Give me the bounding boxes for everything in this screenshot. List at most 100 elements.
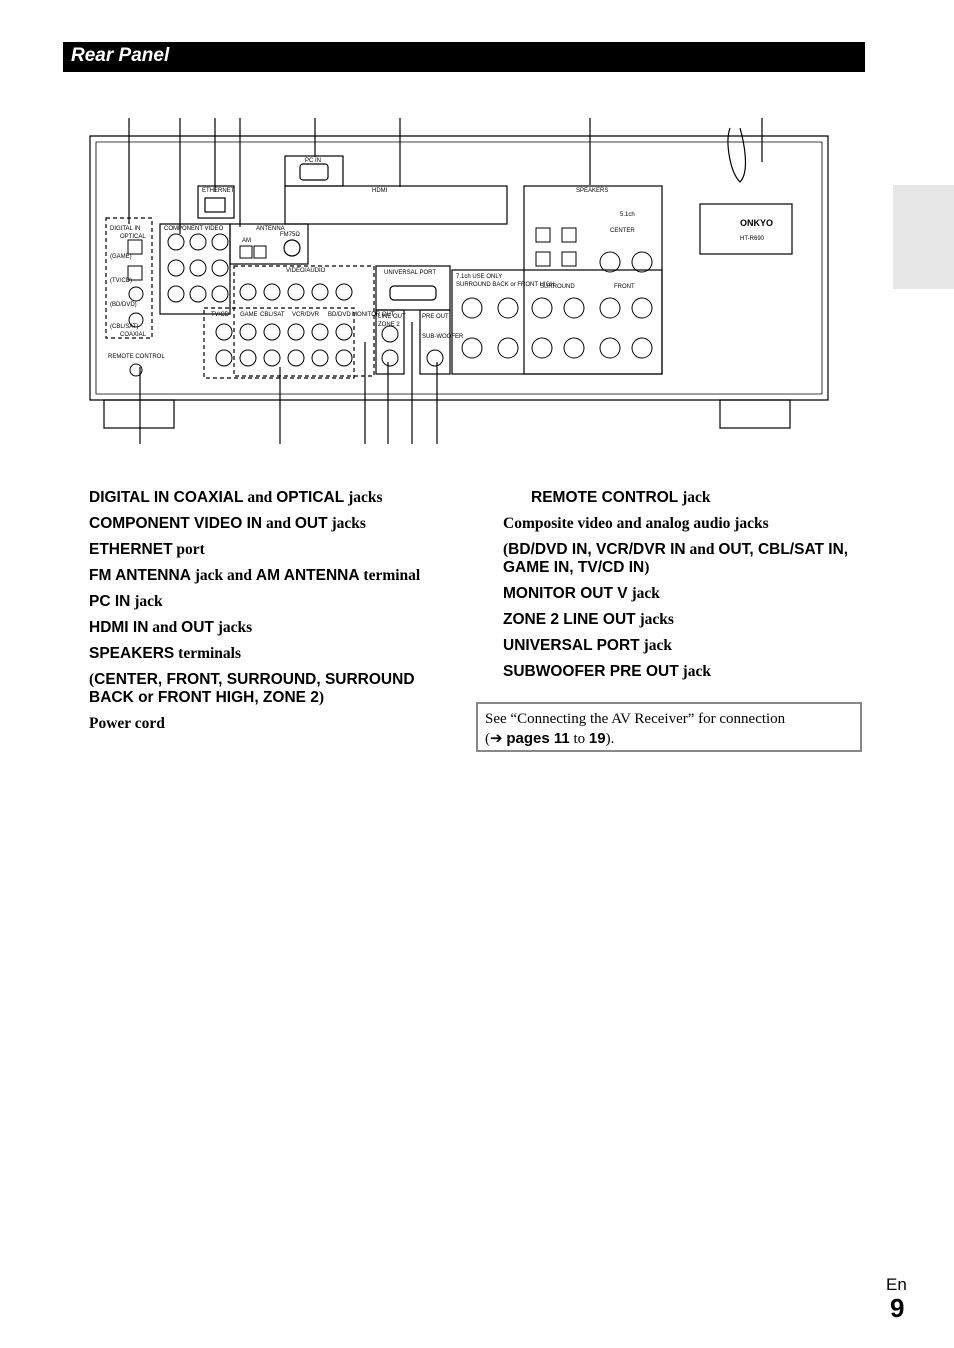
label-video-audio: VIDEO/AUDIO (286, 268, 326, 274)
label-fm: FM75Ω (280, 232, 300, 238)
list-item-text: FM ANTENNA (89, 567, 191, 584)
side-tab (893, 185, 954, 289)
label-component-video: COMPONENT VIDEO (164, 226, 224, 232)
label-bddvd: (BD/DVD) (110, 302, 137, 308)
list-item: PC IN jack (89, 593, 454, 611)
list-item-text: and (685, 541, 719, 558)
list-item-text: jack (678, 663, 711, 680)
list-item-text: AM ANTENNA (255, 567, 360, 584)
list-item-text: HDMI IN (89, 619, 149, 636)
label-digital-in: DIGITAL IN (110, 226, 140, 232)
label-va-vcrdvr: VCR/DVR (292, 312, 320, 318)
list-item: ZONE 2 LINE OUT jacks (503, 611, 863, 629)
list-item-text: CENTER, FRONT, SURROUND, SURROUND BACK o… (89, 671, 415, 706)
list-item-text: BD/DVD IN, VCR/DVR IN (508, 541, 686, 558)
label-pc-in: PC IN (305, 158, 321, 164)
note-end-page: 19 (588, 730, 606, 747)
list-item: MONITOR OUT V jack (503, 585, 863, 603)
list-item-text: jack (627, 585, 660, 602)
list-item-text: port (172, 541, 205, 558)
list-item-text: jacks (213, 619, 253, 636)
list-item-text: jack and (190, 567, 256, 584)
list-item-text: REMOTE CONTROL (531, 489, 679, 506)
label-tvcd: (TV/CD) (110, 278, 132, 284)
label-zone2: ZONE 2 (378, 322, 400, 328)
list-item-text: terminals (174, 645, 242, 662)
list-item: ETHERNET port (89, 541, 454, 559)
list-item: FM ANTENNA jack and AM ANTENNA terminal (89, 567, 454, 585)
list-item: (BD/DVD IN, VCR/DVR IN and OUT, CBL/SAT … (503, 541, 863, 577)
right-list: REMOTE CONTROL jack Composite video and a… (503, 489, 863, 689)
label-seven-one: 7.1ch USE ONLY (456, 274, 502, 280)
model-name: HT-R690 (740, 236, 765, 242)
list-item-text: jacks (344, 489, 383, 506)
rear-panel-diagram: DIGITAL IN OPTICAL (GAME) (TV/CD) (BD/DV… (89, 118, 829, 444)
list-item-text: OUT, CBL/SAT IN, GAME IN, TV/CD IN (503, 541, 849, 576)
list-item-text: and (148, 619, 182, 636)
list-item-text: jack (130, 593, 163, 610)
page-language: En (886, 1275, 907, 1294)
label-surround: SURROUND (540, 284, 575, 290)
note-box: See “Connecting the AV Receiver” for con… (476, 702, 862, 752)
label-antenna: ANTENNA (256, 226, 285, 232)
label-subwoofer: SUB-WOOFER (422, 334, 464, 340)
list-item: DIGITAL IN COAXIAL and OPTICAL jacks (89, 489, 454, 507)
page-number: 9 (890, 1293, 905, 1323)
note-pages: pages 11 (506, 730, 570, 747)
label-speakers: SPEAKERS (576, 188, 608, 194)
list-item-text: MONITOR OUT V (503, 585, 628, 602)
label-five-one: 5.1ch (620, 212, 635, 218)
list-item-text: ETHERNET (89, 541, 173, 558)
list-item-text: jacks (327, 515, 366, 532)
label-cblsat: (CBL/SAT) (110, 324, 139, 330)
list-item: HDMI IN and OUT jacks (89, 619, 454, 637)
list-item: Power cord (89, 715, 454, 733)
note-line1: See “Connecting the AV Receiver” for con… (485, 711, 786, 727)
label-monitor-out: MONITOR OUT (352, 312, 395, 318)
label-va-tvcd: TV/CD (211, 312, 230, 318)
note-to: to (569, 731, 589, 747)
label-game: (GAME) (110, 254, 132, 260)
label-coaxial: COAXIAL (120, 332, 147, 338)
label-am: AM (242, 238, 251, 244)
label-remote-control: REMOTE CONTROL (108, 354, 165, 360)
list-item-text: jack (639, 637, 672, 654)
label-va-cblsat: CBL/SAT (260, 312, 285, 318)
list-item-text: Power cord (89, 715, 165, 732)
label-center: CENTER (610, 228, 635, 234)
label-va-game: GAME (240, 312, 258, 318)
section-title: Rear Panel (71, 45, 170, 66)
brand-logo: ONKYO (740, 218, 773, 228)
label-pre-out: PRE OUT (422, 314, 449, 320)
note-open: ( (485, 731, 490, 747)
label-optical: OPTICAL (120, 234, 146, 240)
list-item-text: SPEAKERS (89, 645, 175, 662)
list-item-text: OUT (294, 515, 328, 532)
arrow-icon: ➔ (490, 731, 503, 747)
label-va-bddvd: BD/DVD (328, 312, 351, 318)
list-item-text: DIGITAL IN COAXIAL (89, 489, 244, 506)
list-item: SUBWOOFER PRE OUT jack (503, 663, 863, 681)
list-item: UNIVERSAL PORT jack (503, 637, 863, 655)
list-item-text: ZONE 2 LINE OUT (503, 611, 636, 628)
list-item-text: and (262, 515, 295, 532)
list-item-text: terminal (359, 567, 421, 584)
label-surround-back: SURROUND BACK or FRONT HIGH (456, 282, 555, 288)
label-front: FRONT (614, 284, 635, 290)
list-item-text: OUT (181, 619, 214, 636)
note-close: ). (605, 731, 615, 747)
list-item: COMPONENT VIDEO IN and OUT jacks (89, 515, 454, 533)
list-item-text: ( (503, 541, 509, 558)
list-item-text: ) (318, 689, 325, 706)
list-item-text: ) (644, 559, 650, 576)
list-item-text: SUBWOOFER PRE OUT (503, 663, 679, 680)
list-item: Composite video and analog audio jacks (503, 515, 863, 533)
list-item-text: COMPONENT VIDEO IN (89, 515, 263, 532)
label-hdmi: HDMI (372, 188, 388, 194)
list-item-text: and (243, 489, 277, 506)
list-item: SPEAKERS terminals (89, 645, 454, 663)
label-line-out: LINE OUT (378, 314, 406, 320)
list-item-text: jacks (635, 611, 674, 628)
section-header: Rear Panel (63, 42, 865, 72)
list-item: (CENTER, FRONT, SURROUND, SURROUND BACK … (89, 671, 454, 707)
